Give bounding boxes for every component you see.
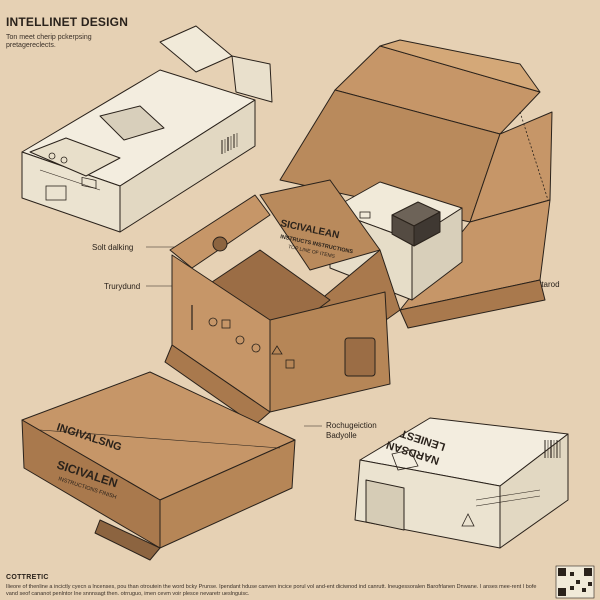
qr-code-icon [555,565,595,599]
handling-icons [191,305,295,369]
callout-rochugeiction: Rochugeiction [326,421,377,430]
open-box-center [164,179,401,426]
barcode-icon [221,133,238,154]
white-box-top-left [21,25,273,233]
barcode-icon-2 [544,440,561,458]
warning-icon [461,513,475,527]
flat-box-lower-left [21,371,296,561]
callout-soft-docking: Solt dalking [92,243,134,252]
page-subtitle: Ton meet cherip pckerpsing pretagereclec… [6,34,92,49]
footer-text: Ilieore of thenline a incictly cyecn a l… [6,584,537,597]
white-box-lower-right [354,417,569,549]
device-unit [329,181,463,301]
callout-badyolle: Badyolle [326,431,357,440]
page-title: INTELLINET DESIGN [6,15,129,29]
callout-trurdund: Trurydund [104,282,141,291]
footer-title: COTTRETIC [6,574,49,581]
callout-actarod: Actarod [532,280,560,289]
